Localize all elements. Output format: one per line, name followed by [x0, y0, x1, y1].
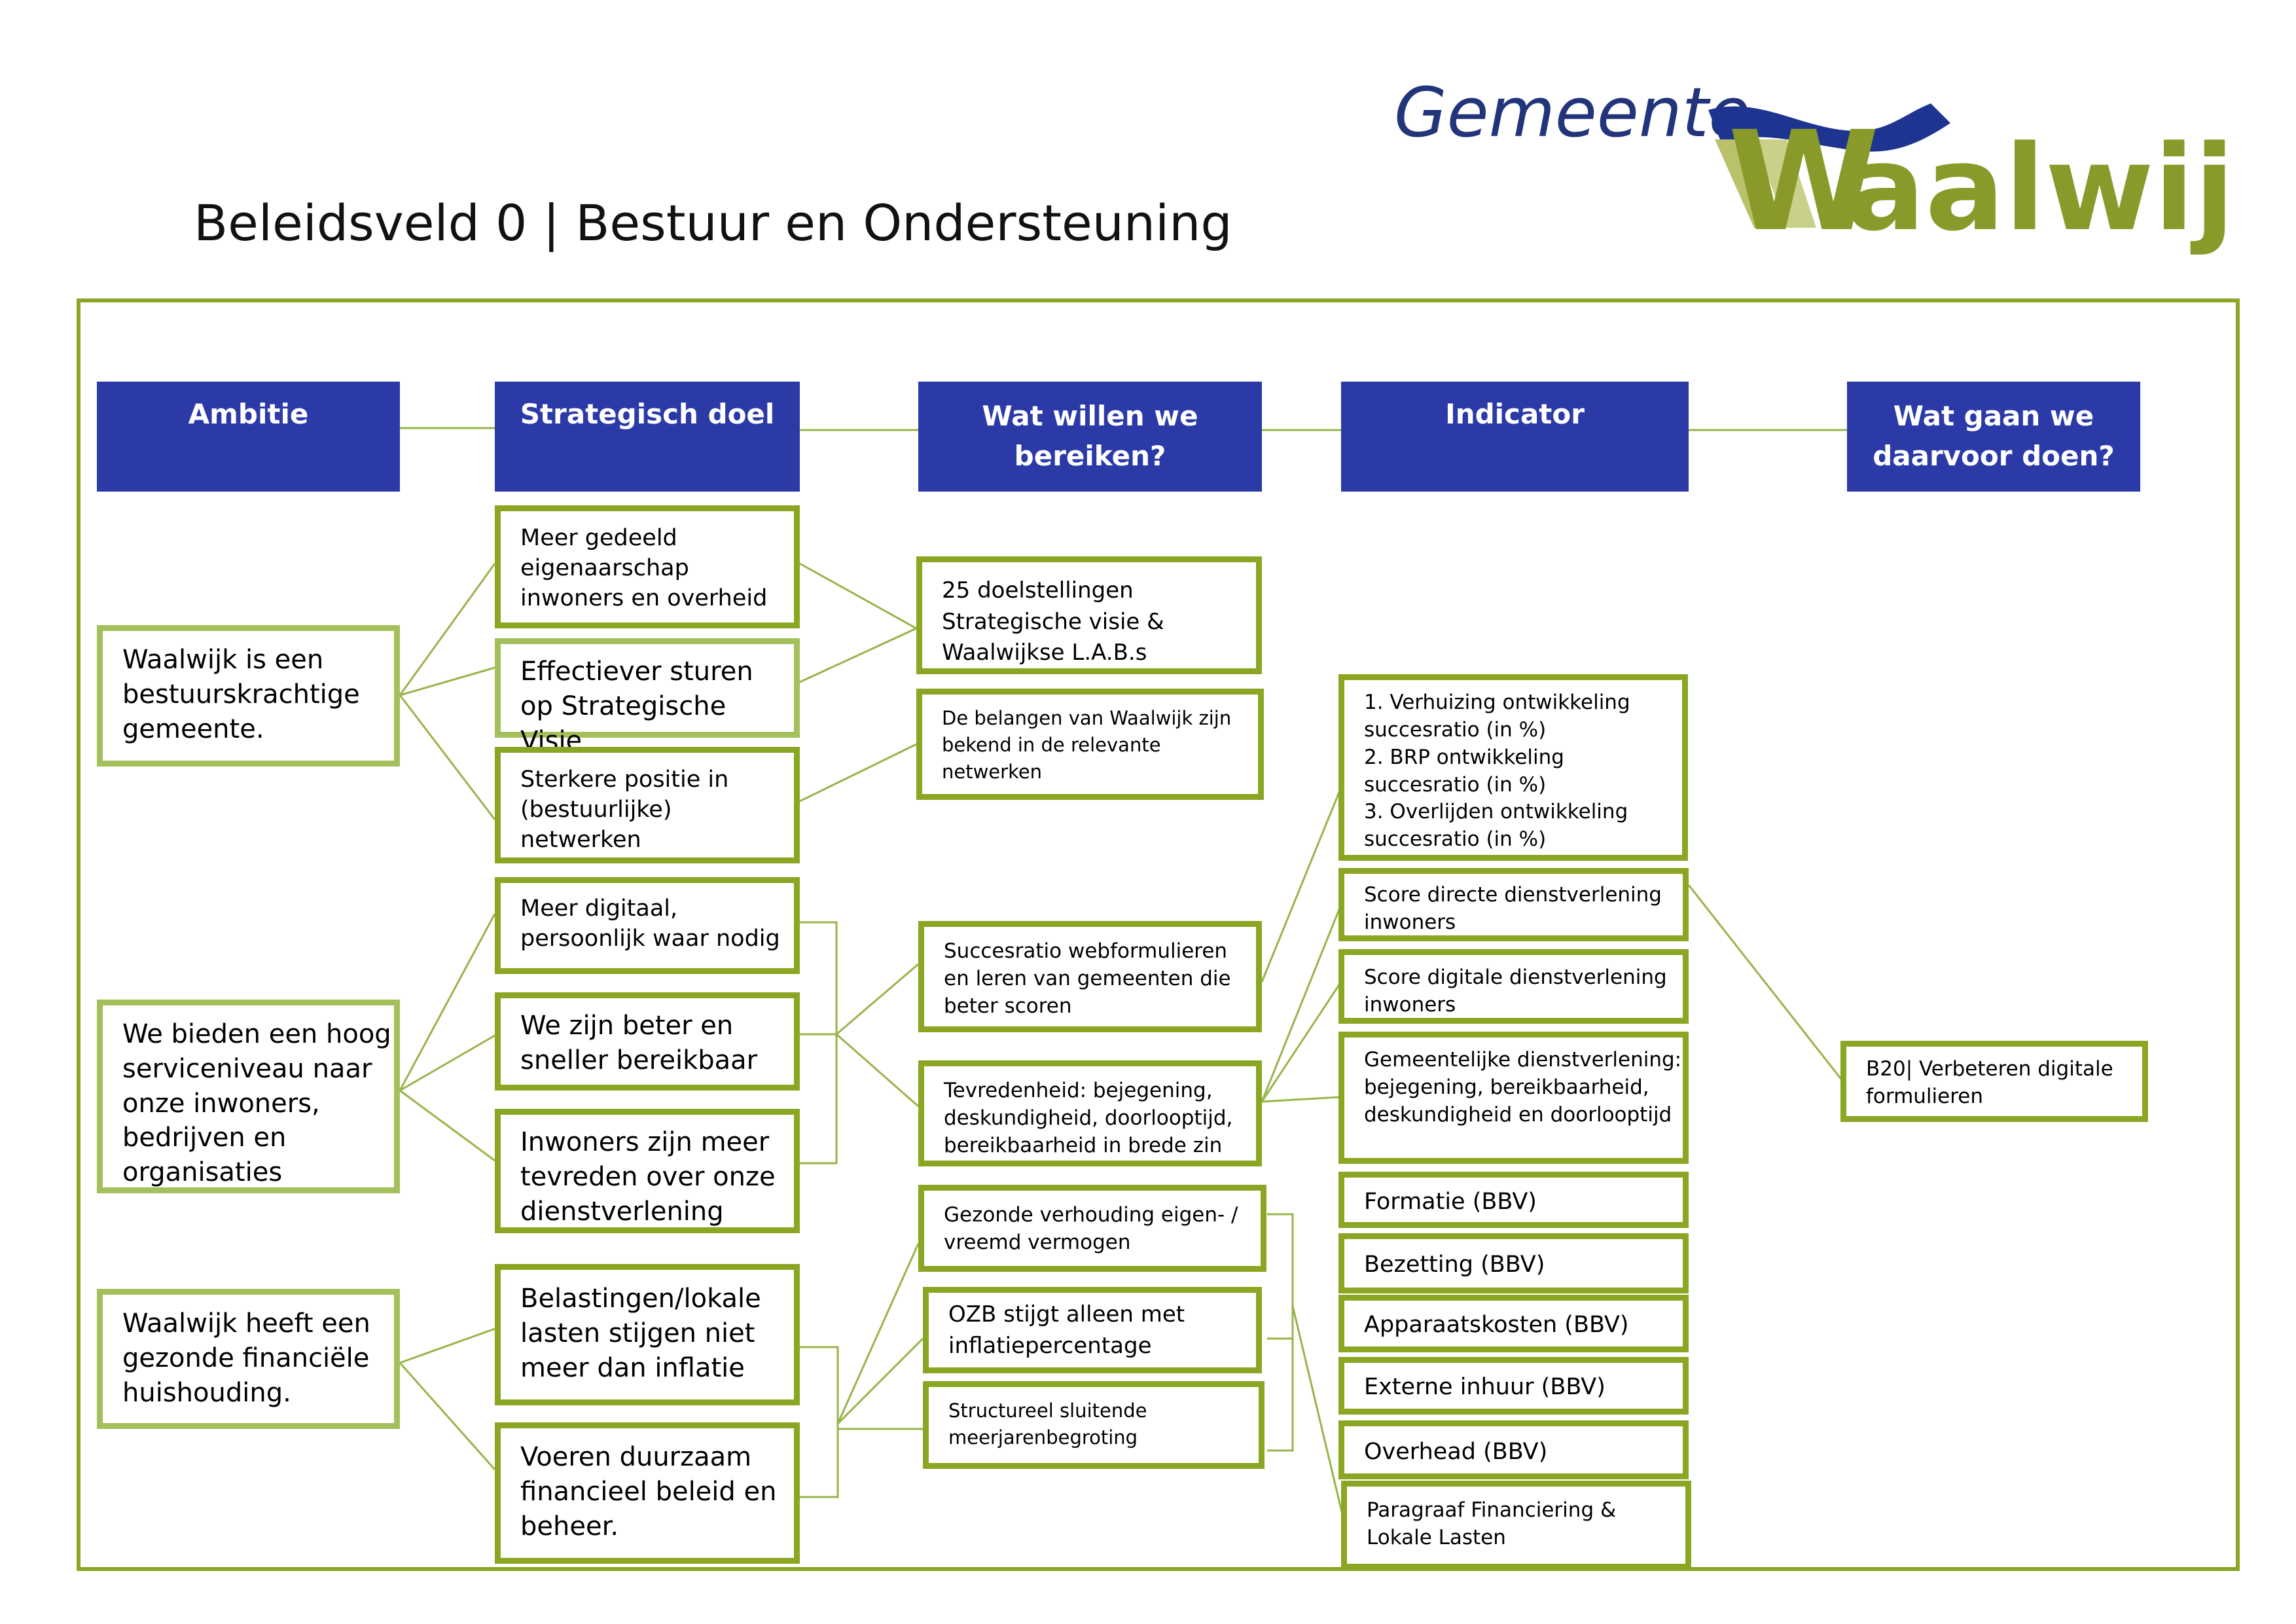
- indicator-box: Bezetting (BBV): [1338, 1233, 1689, 1293]
- ambitie-box: Waalwijk is een bestuurskrachtige gemeen…: [97, 625, 400, 767]
- header-wat-gaan-we-doen: Wat gaan we daarvoor doen?: [1847, 382, 2140, 492]
- bereiken-box: Gezonde verhouding eigen- / vreemd vermo…: [918, 1185, 1266, 1272]
- bereiken-box: Tevredenheid: bejegening, deskundigheid,…: [918, 1060, 1262, 1166]
- bereiken-box: Succesratio webformulieren en leren van …: [918, 921, 1262, 1032]
- svg-text:Gemeente: Gemeente: [1394, 77, 1751, 153]
- ambitie-box: Waalwijk heeft een gezonde financiële hu…: [97, 1289, 400, 1429]
- svg-text:aalwijk: aalwijk: [1846, 120, 2232, 257]
- diagram-frame: [77, 298, 2240, 1571]
- bereiken-box: De belangen van Waalwijk zijn bekend in …: [916, 689, 1264, 800]
- doel-box: Meer digitaal, persoonlijk waar nodig: [495, 877, 800, 974]
- doel-box: We zijn beter en sneller bereikbaar: [495, 992, 800, 1091]
- indicator-box: Score directe dienstverlening inwoners: [1338, 868, 1689, 941]
- svg-text:W: W: [1728, 101, 1880, 262]
- flag-icon: [1708, 103, 1950, 152]
- indicator-box: Formatie (BBV): [1338, 1172, 1689, 1228]
- header-ambitie: Ambitie: [97, 382, 400, 492]
- bereiken-box: 25 doelstellingen Strategische visie & W…: [916, 556, 1262, 674]
- indicator-box: Gemeentelijke dienstverlening: bejegenin…: [1338, 1032, 1689, 1164]
- bereiken-box: Structureel sluitende meerjarenbegroting: [923, 1381, 1265, 1469]
- header-indicator: Indicator: [1341, 382, 1689, 492]
- doel-box: Sterkere positie in (bestuurlijke) netwe…: [495, 747, 800, 863]
- bereiken-box: OZB stijgt alleen met inflatiepercentage: [923, 1287, 1262, 1373]
- doel-box: Inwoners zijn meer tevreden over onze di…: [495, 1109, 800, 1233]
- indicator-box: 1. Verhuizing ontwikkeling succesratio (…: [1338, 674, 1688, 861]
- indicator-box: Overhead (BBV): [1338, 1420, 1689, 1479]
- doel-box: Effectiever sturen op Strategische Visie: [495, 638, 800, 756]
- page-title: Beleidsveld 0 | Bestuur en Ondersteuning: [194, 194, 1232, 252]
- indicator-box: Score digitale dienstverlening inwoners: [1338, 949, 1689, 1024]
- indicator-box: Apparaatskosten (BBV): [1338, 1295, 1689, 1352]
- ambitie-box: We bieden een hoog serviceniveau naar on…: [97, 1000, 400, 1193]
- actie-box: B20| Verbeteren digitale formulieren: [1840, 1041, 2148, 1122]
- header-strategisch-doel: Strategisch doel: [495, 382, 800, 492]
- doel-box: Voeren duurzaam financieel beleid en beh…: [495, 1422, 800, 1564]
- doel-box: Belastingen/lokale lasten stijgen niet m…: [495, 1264, 800, 1405]
- doel-box: Meer gedeeld eigenaarschap inwoners en o…: [495, 505, 800, 628]
- gemeente-waalwijk-logo: Gemeente W aalwijk: [1394, 77, 2232, 262]
- indicator-box: Paragraaf Financiering & Lokale Lasten: [1341, 1481, 1691, 1570]
- header-wat-willen-we-bereiken: Wat willen we bereiken?: [918, 382, 1262, 492]
- indicator-box: Externe inhuur (BBV): [1338, 1357, 1689, 1415]
